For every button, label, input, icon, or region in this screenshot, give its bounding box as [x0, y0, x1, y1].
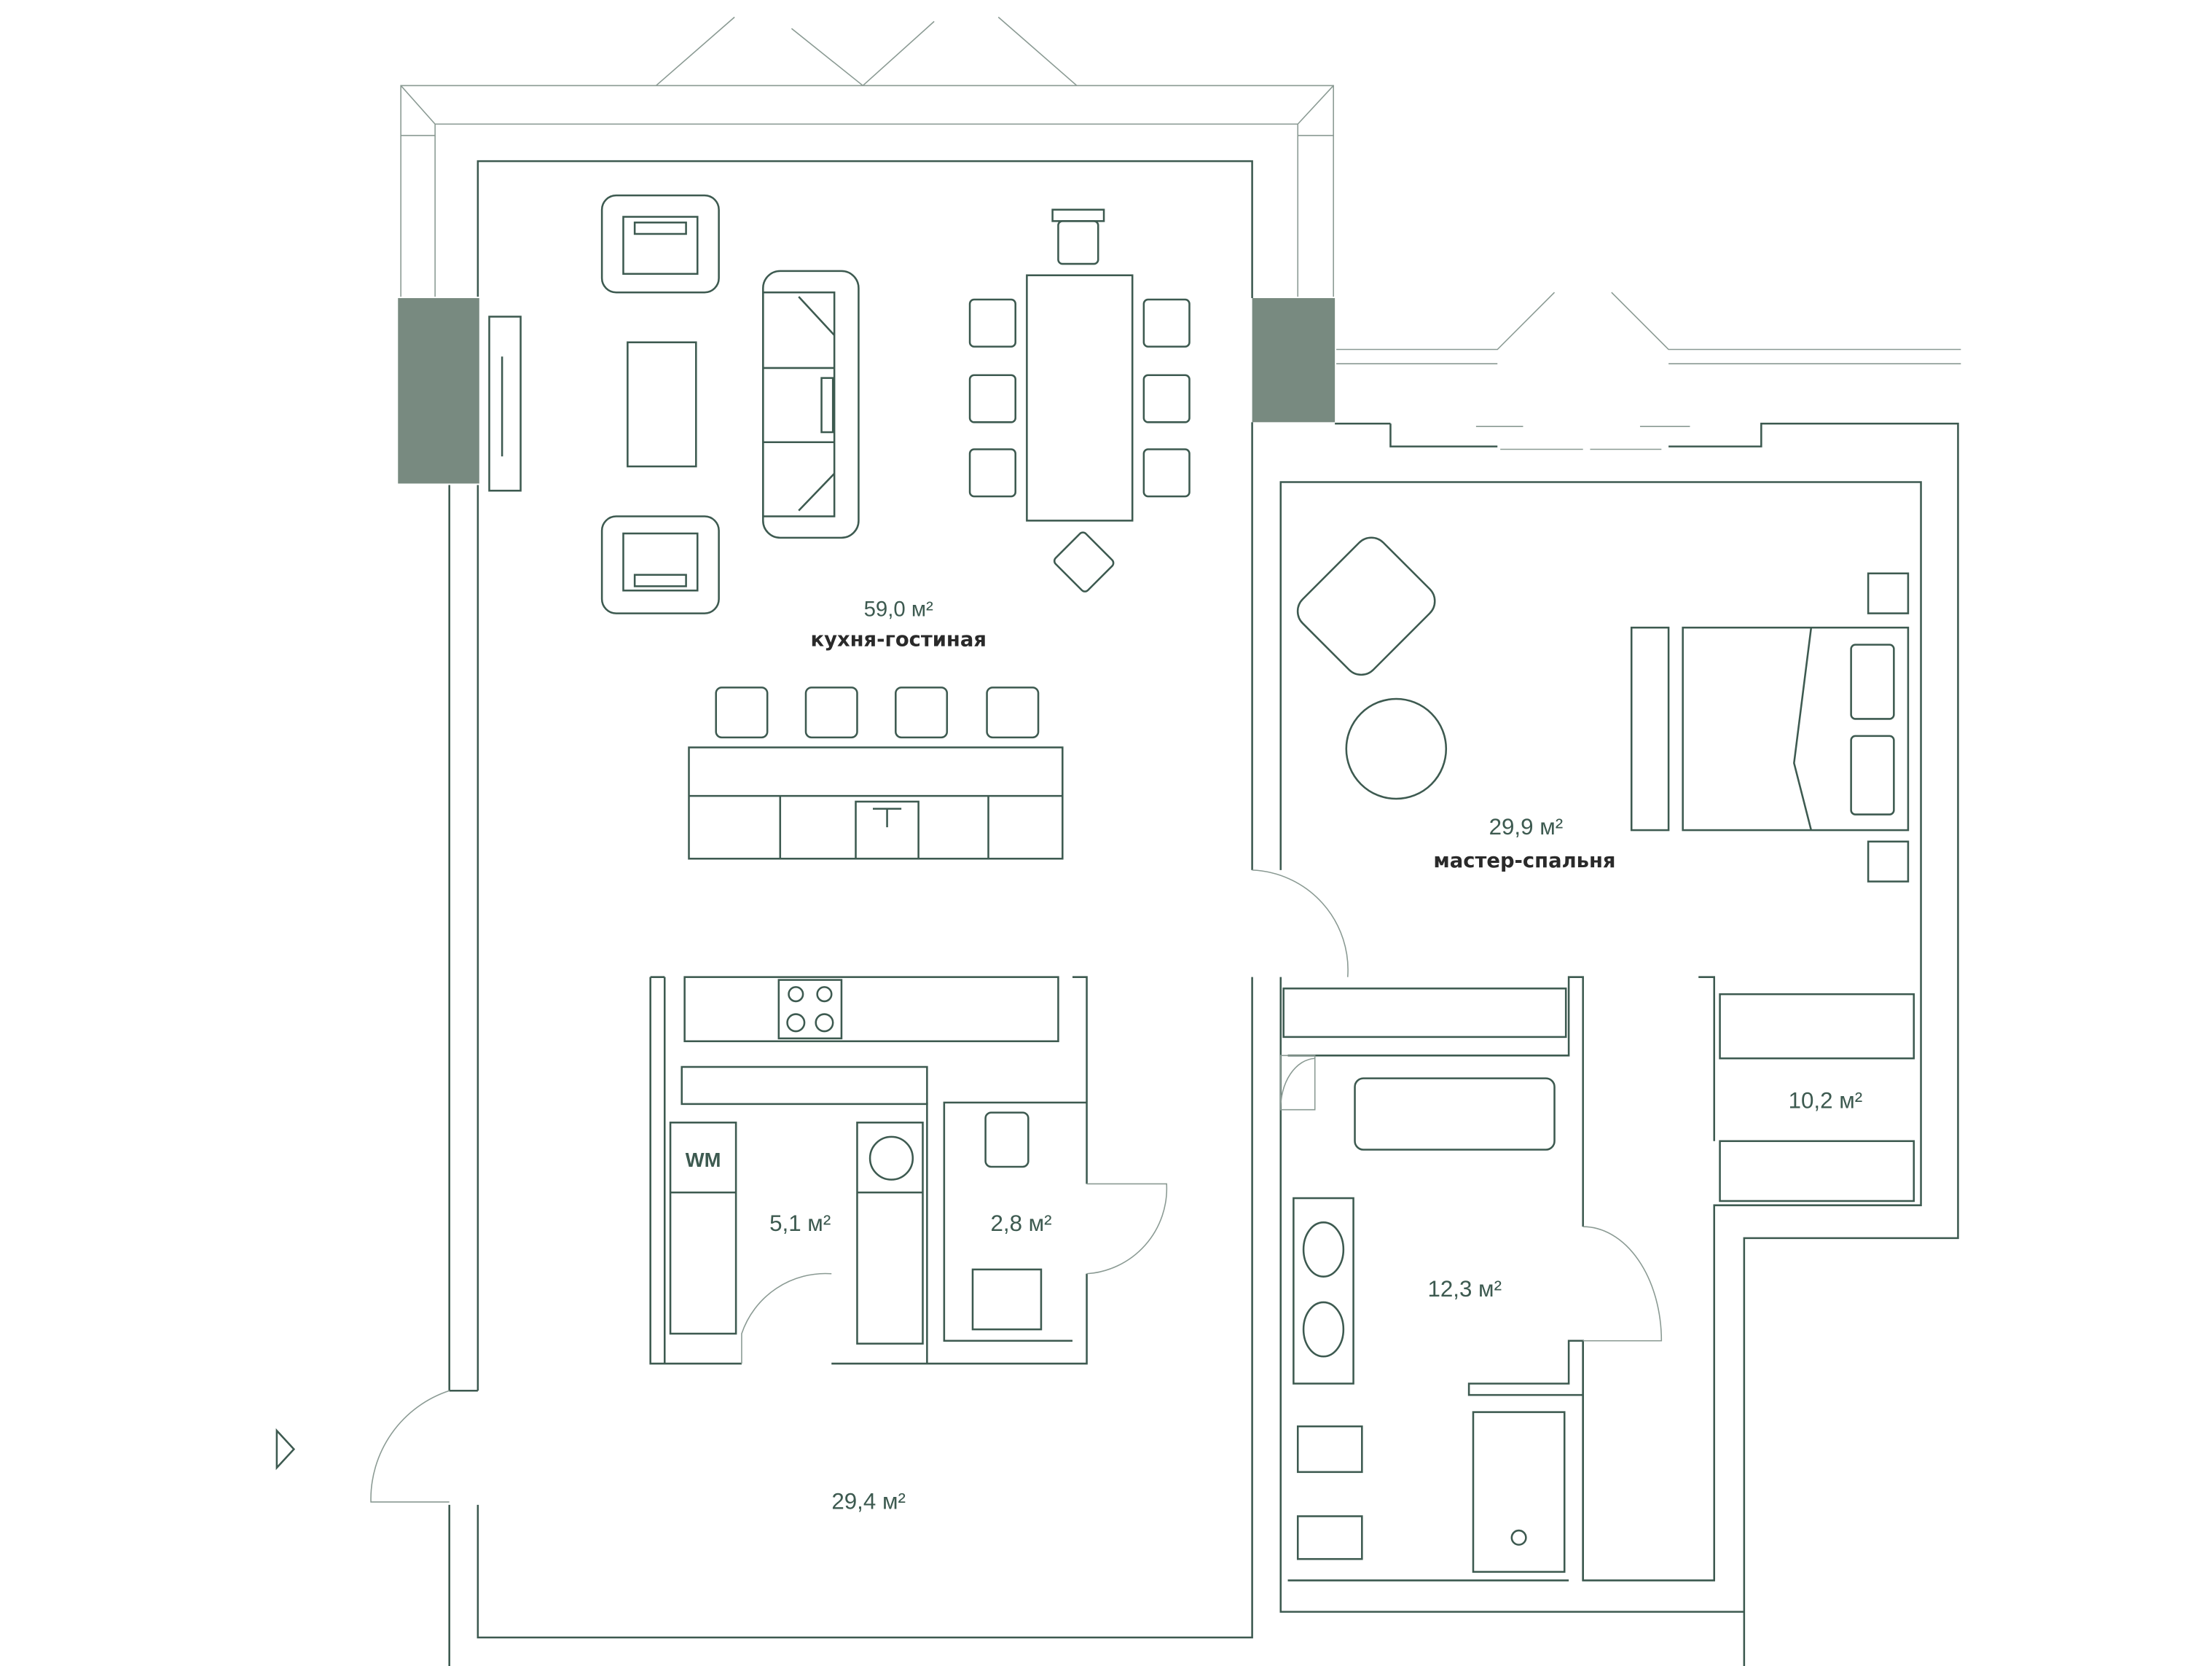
room-area-guest-wc: 2,8 м²	[990, 1211, 1051, 1236]
room-area-hall: 29,4 м²	[831, 1489, 906, 1514]
room-area-wardrobe: 10,2 м²	[1789, 1088, 1863, 1114]
laundry-fixtures	[669, 1111, 1043, 1345]
terrace-top	[400, 16, 1334, 297]
column-right	[1252, 298, 1336, 423]
column-left	[398, 298, 479, 484]
terrace-right	[1336, 292, 1961, 450]
washing-machine-label: WM	[686, 1149, 721, 1171]
walls	[448, 160, 1959, 1666]
room-area-bathroom: 12,3 м²	[1427, 1276, 1502, 1302]
room-area-master-bedroom: 29,9 м²	[1489, 814, 1564, 840]
wardrobe-bath-fixtures	[1282, 988, 1915, 1573]
room-name-master-bedroom: мастер-спальня	[1433, 850, 1615, 872]
doors	[275, 869, 1663, 1503]
living-furniture	[488, 194, 1191, 1106]
room-area-kitchen-living: 59,0 м²	[864, 598, 933, 622]
room-area-laundry: 5,1 м²	[769, 1211, 831, 1236]
entrance-arrow-icon	[275, 1428, 296, 1471]
bedroom-furniture	[1296, 536, 1910, 883]
room-name-kitchen-living: кухня-гостиная	[811, 629, 987, 652]
